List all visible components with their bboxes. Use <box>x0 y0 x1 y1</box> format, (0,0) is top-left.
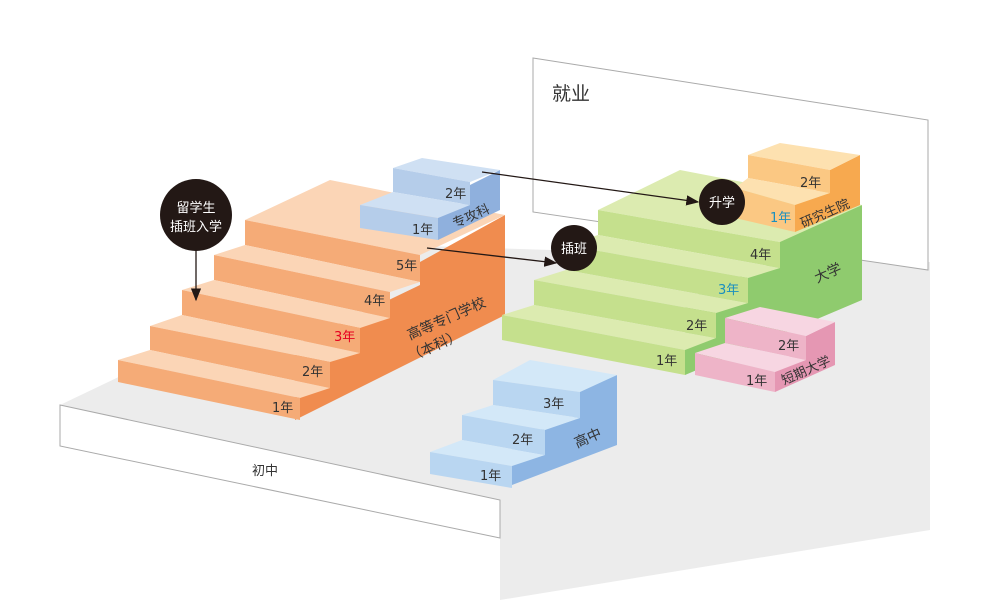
kosen-step2-front <box>150 326 330 388</box>
kosen-step3-front <box>182 290 360 353</box>
grad-step2-front <box>748 155 830 193</box>
jc-step1-top <box>695 343 806 372</box>
kosen-step4-top <box>214 245 420 292</box>
hs-step2-top <box>462 405 580 430</box>
uni-step2-top <box>534 270 748 313</box>
uni-step1-front <box>502 315 685 375</box>
advanced-course-stairs: 1年 2年 专攻科 <box>360 158 500 240</box>
advanced-step2-top <box>393 158 500 182</box>
study-abroad-label-line1: 留学生 <box>176 200 215 216</box>
uni-year-4: 4年 <box>750 248 771 263</box>
advanced-step1-front <box>360 205 438 240</box>
jc-step2-top <box>725 307 835 336</box>
kosen-step5-front <box>245 220 420 282</box>
grad-step1-top <box>735 178 830 205</box>
kosen-year-5: 5年 <box>396 259 417 274</box>
grad-step1-front <box>735 188 795 232</box>
kosen-step3-top <box>182 280 390 328</box>
study-abroad-label-line2: 插班入学 <box>170 219 222 235</box>
uni-step3-front <box>566 245 748 303</box>
kosen-year-4: 4年 <box>364 294 385 309</box>
advanced-step2-front <box>393 168 470 205</box>
hs-year-1: 1年 <box>480 469 501 484</box>
uni-year-2: 2年 <box>686 319 707 334</box>
advance-arrow <box>481 171 700 206</box>
kosen-step1-front <box>118 360 300 420</box>
kosen-step4-front <box>214 255 390 318</box>
junior-high-panel <box>59 404 501 539</box>
hs-step1-top <box>430 440 545 466</box>
hs-step1-front <box>430 452 512 488</box>
advance-label: 升学 <box>709 195 735 211</box>
study-abroad-badge: 留学生 插班入学 <box>160 179 232 251</box>
high-school-stairs: 1年 2年 3年 高中 <box>430 360 617 488</box>
uni-step4-front <box>598 210 780 268</box>
grad-year-2: 2年 <box>800 176 821 191</box>
advance-badge: 升学 <box>699 179 745 225</box>
grad-step2-top <box>748 143 860 170</box>
grad-year-1: 1年 <box>770 211 791 226</box>
hs-year-3: 3年 <box>543 397 564 412</box>
jc-year-1: 1年 <box>746 374 767 389</box>
uni-year-3: 3年 <box>718 283 739 298</box>
kosen-step1-top <box>118 350 330 398</box>
uni-step1-top <box>502 305 716 350</box>
kosen-year-3: 3年 <box>334 330 355 345</box>
jc-step2-front <box>725 318 806 360</box>
transfer-badge: 插班 <box>551 225 597 271</box>
kosen-year-2: 2年 <box>302 365 323 380</box>
hs-step2-front <box>462 415 545 455</box>
jc-step1-front <box>695 353 775 392</box>
uni-step3-top <box>566 235 780 278</box>
kosen-year-1: 1年 <box>272 401 293 416</box>
transfer-label: 插班 <box>561 242 587 257</box>
junior-high-label: 初中 <box>252 464 278 479</box>
kosen-stairs: 1年 2年 3年 4年 5年 高等专门学校 （本科） <box>118 180 505 420</box>
hs-year-2: 2年 <box>512 433 533 448</box>
advanced-year-1: 1年 <box>412 223 433 238</box>
uni-year-1: 1年 <box>656 354 677 369</box>
hs-step3-front <box>493 380 580 418</box>
employment-label: 就业 <box>552 83 590 105</box>
hs-side <box>512 375 617 485</box>
jc-year-2: 2年 <box>778 339 799 354</box>
hs-step3-top <box>493 360 617 392</box>
kosen-step2-top <box>150 315 360 362</box>
transfer-arrow <box>426 247 558 267</box>
uni-step2-front <box>534 280 716 338</box>
advanced-year-2: 2年 <box>445 187 466 202</box>
advanced-step1-top <box>360 192 470 218</box>
kosen-side <box>295 215 505 420</box>
